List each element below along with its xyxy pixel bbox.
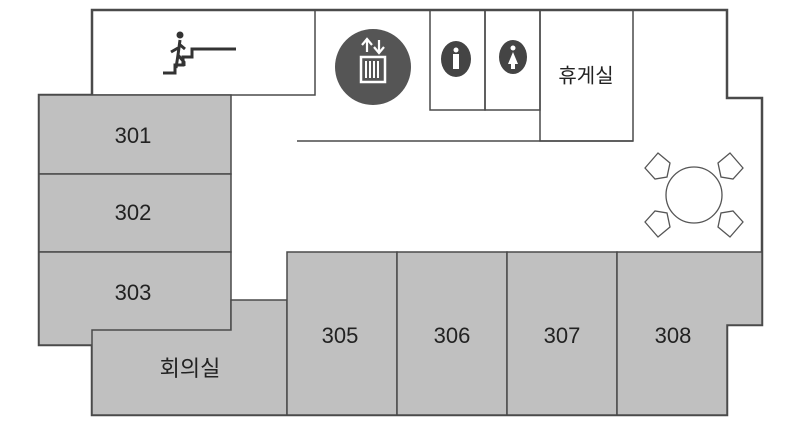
womens-restroom-icon xyxy=(499,40,527,74)
room-307-label: 307 xyxy=(544,323,581,348)
room-306[interactable] xyxy=(396,251,508,416)
room-301-label: 301 xyxy=(115,123,152,148)
table-chairs-icon xyxy=(644,152,744,238)
room-lounge-label: 휴게실 xyxy=(558,64,613,87)
mens-restroom-icon xyxy=(441,41,471,77)
room-306-label: 306 xyxy=(434,323,471,348)
room-303-label: 303 xyxy=(115,280,152,305)
room-305[interactable] xyxy=(286,251,398,416)
room-302-label: 302 xyxy=(115,200,152,225)
room-308[interactable] xyxy=(616,251,763,416)
elevator-icon xyxy=(335,29,411,105)
room-meeting-label: 회의실 xyxy=(160,356,221,381)
room-301[interactable] xyxy=(38,94,232,175)
stairs-icon xyxy=(163,31,236,75)
room-308-label: 308 xyxy=(655,323,692,348)
room-305-label: 305 xyxy=(322,323,359,348)
